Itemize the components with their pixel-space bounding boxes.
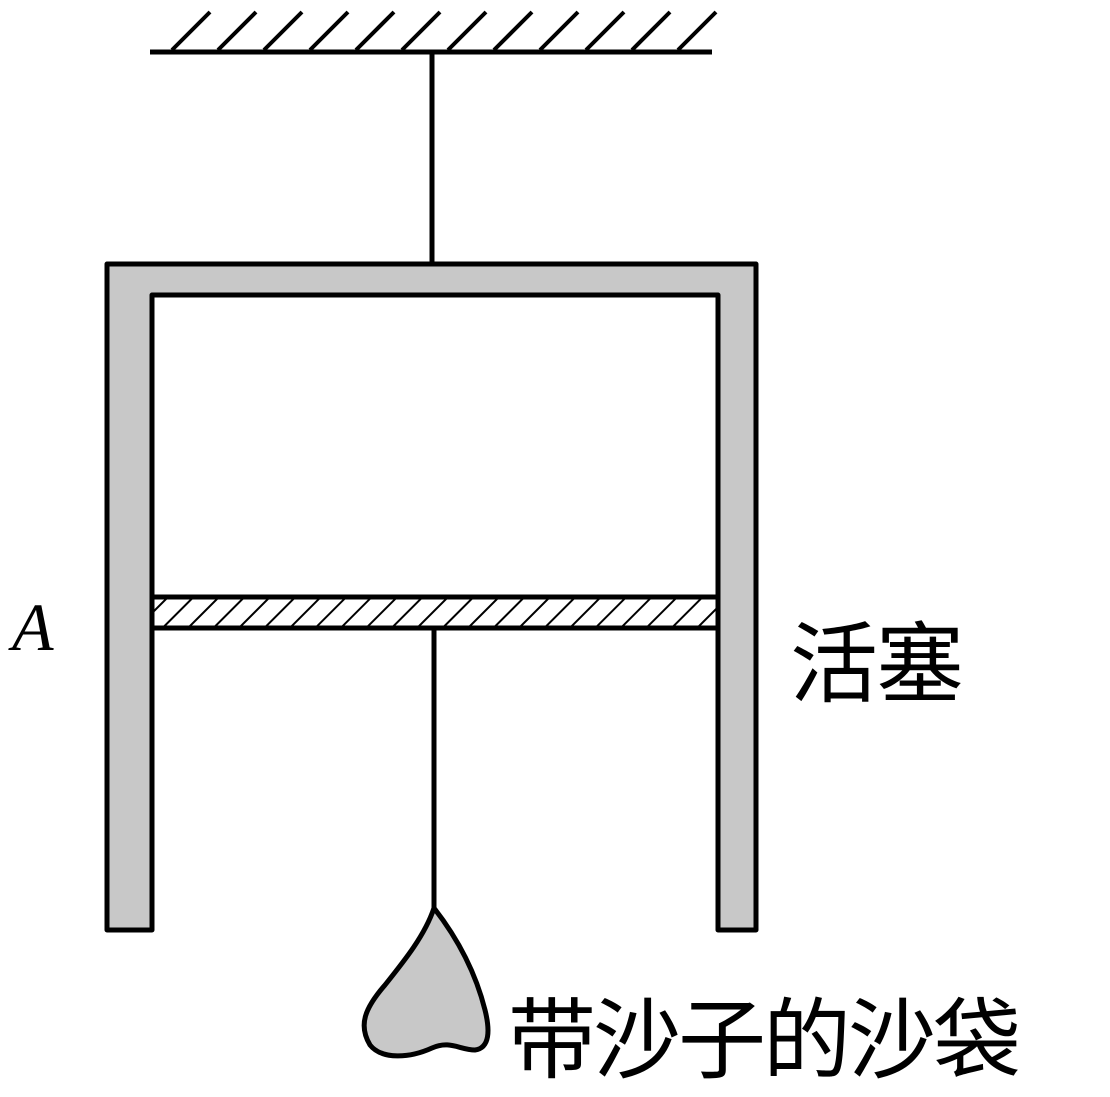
ceiling-hatch-mark [538,10,580,52]
ceiling-hatch-mark [170,10,212,52]
ceiling-hatch-mark [630,10,672,52]
piston [149,594,721,631]
diagram-canvas [104,10,759,1059]
piston-label: 活塞 [790,613,964,716]
sandbag [361,905,491,1059]
ceiling-hatch-mark [216,10,258,52]
ceiling-hatch-mark [446,10,488,52]
ceiling-hatch-mark [584,10,626,52]
ceiling-hatch-mark [262,10,304,52]
ceiling-hatch-mark [676,10,718,52]
ceiling-hatch-mark [492,10,534,52]
cylinder [104,261,759,933]
ceiling-support [150,10,718,55]
point-a-label: A [12,589,54,665]
sandbag-label: 带沙子的沙袋 [508,989,1021,1092]
ceiling-hatch-mark [400,10,442,52]
ceiling-hatch-mark [354,10,396,52]
ceiling-hatch-mark [308,10,350,52]
